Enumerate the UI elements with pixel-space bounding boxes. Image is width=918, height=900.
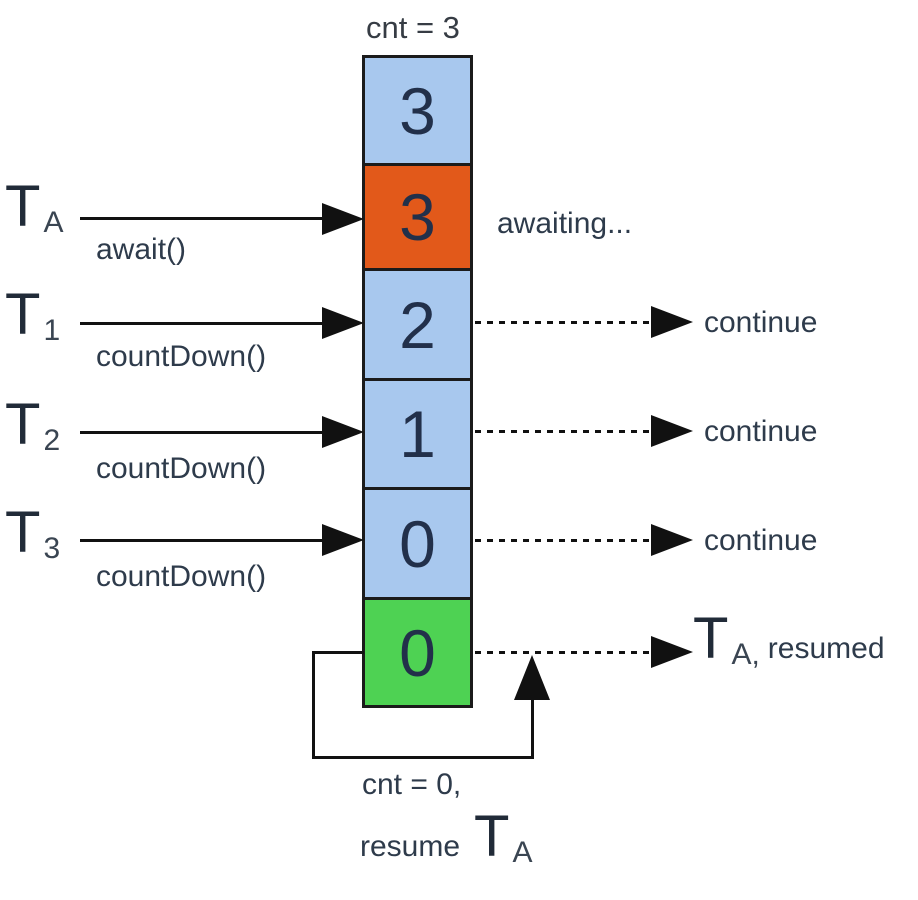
cell-value: 3: [399, 73, 436, 148]
counter-initial-label: cnt = 3: [366, 10, 460, 45]
dashed-line-continue-2: [475, 430, 651, 433]
arrowhead-right-icon: [322, 416, 364, 448]
loop-line-bottom: [312, 756, 534, 759]
thread-name: T: [5, 174, 41, 239]
thread-subscript: 2: [43, 424, 61, 457]
loop-line-top: [312, 651, 364, 654]
thread-subscript: A: [43, 206, 64, 239]
cell-value: 0: [399, 615, 436, 690]
arrowhead-right-icon: [651, 306, 693, 338]
loop-reset-label: cnt = 0,: [362, 768, 462, 801]
thread-subscript: 1: [43, 314, 61, 347]
loop-line-left: [312, 651, 315, 759]
thread-name: T: [474, 804, 510, 869]
stack-cell-count-2: 2: [362, 268, 473, 381]
action-label-countdown-3: countDown(): [96, 560, 267, 593]
thread-subscript: A,: [731, 638, 760, 671]
cell-value: 2: [399, 287, 436, 362]
action-label-countdown-1: countDown(): [96, 340, 267, 373]
cell-value: 0: [399, 506, 436, 581]
arrow-line-ta: [80, 217, 325, 220]
stack-cell-count-0: 0: [362, 487, 473, 600]
stack-cell-awaiting: 3: [362, 163, 473, 271]
loop-line-right: [531, 698, 534, 758]
thread-name: T: [5, 500, 41, 565]
arrowhead-right-icon: [322, 307, 364, 339]
resumed-text: resumed: [767, 632, 885, 665]
thread-subscript: A: [512, 836, 533, 869]
arrowhead-right-icon: [322, 524, 364, 556]
arrowhead-right-icon: [651, 415, 693, 447]
resume-text: resume: [360, 830, 461, 863]
thread-name: T: [5, 392, 41, 457]
arrow-line-t2: [80, 431, 325, 434]
arrowhead-up-icon: [514, 655, 550, 700]
arrowhead-right-icon: [651, 524, 693, 556]
dashed-line-resumed: [475, 651, 651, 654]
arrowhead-right-icon: [651, 636, 693, 668]
arrow-line-t1: [80, 322, 325, 325]
thread-subscript: 3: [43, 532, 61, 565]
action-label-await: await(): [96, 233, 187, 266]
stack-cell-count-1: 1: [362, 378, 473, 490]
dashed-line-continue-1: [475, 321, 651, 324]
continue-label-2: continue: [704, 415, 818, 448]
dashed-line-continue-3: [475, 539, 651, 542]
stack-cell-released: 0: [362, 597, 473, 708]
stack-cell-initial: 3: [362, 55, 473, 166]
thread-name: T: [693, 606, 729, 671]
continue-label-3: continue: [704, 524, 818, 557]
thread-name: T: [5, 282, 41, 347]
action-label-countdown-2: countDown(): [96, 452, 267, 485]
awaiting-label: awaiting...: [497, 207, 633, 240]
cell-value: 1: [399, 397, 436, 471]
arrowhead-right-icon: [322, 203, 364, 235]
cell-value: 3: [399, 180, 436, 254]
continue-label-1: continue: [704, 306, 818, 339]
arrow-line-t3: [80, 539, 325, 542]
